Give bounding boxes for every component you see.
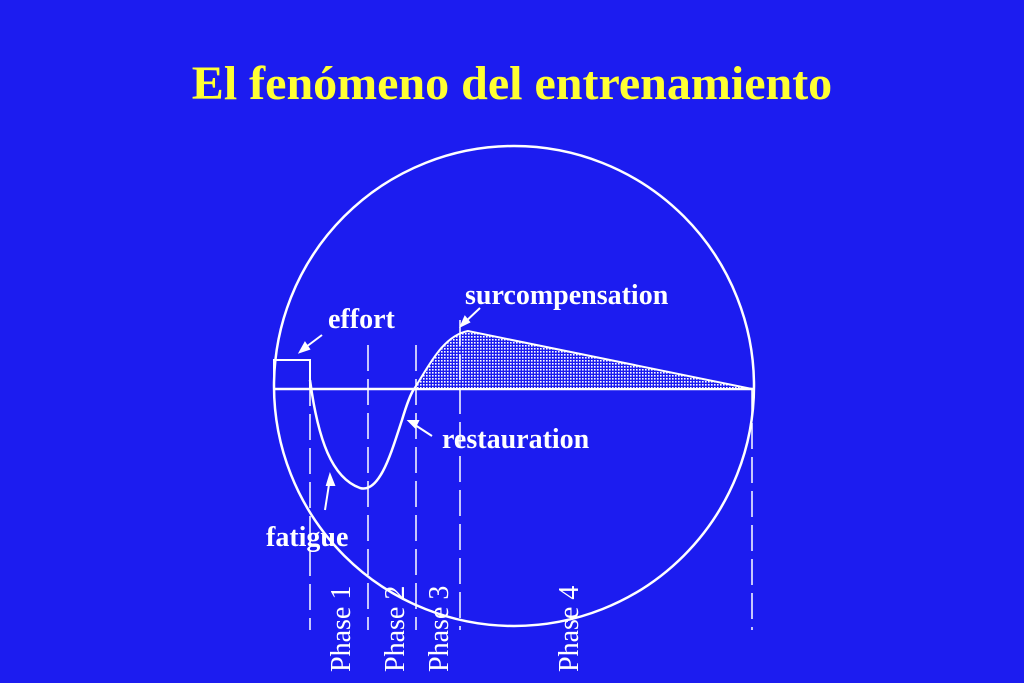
slide-title: El fenómeno del entrenamiento	[191, 57, 833, 110]
phase-label-2: Phase 2	[380, 586, 411, 672]
effort-block	[273, 359, 311, 389]
label-effort: effort	[328, 304, 396, 335]
label-surcompensation: surcompensation	[465, 280, 669, 311]
phase-label-1: Phase 1	[326, 586, 357, 672]
training-curve	[308, 379, 416, 490]
pointer-arrows	[297, 307, 481, 511]
label-restauration: restauration	[442, 424, 590, 455]
phase-label-4: Phase 4	[554, 586, 585, 672]
arrow-head	[297, 341, 311, 354]
phase-label-3: Phase 3	[424, 586, 455, 672]
label-fatigue: fatigue	[266, 522, 348, 553]
surcompensation-area	[412, 329, 753, 390]
arrow-head	[406, 420, 420, 429]
arrow-head	[325, 471, 336, 486]
phase-dividers	[309, 320, 753, 630]
arrow-head	[458, 315, 471, 329]
